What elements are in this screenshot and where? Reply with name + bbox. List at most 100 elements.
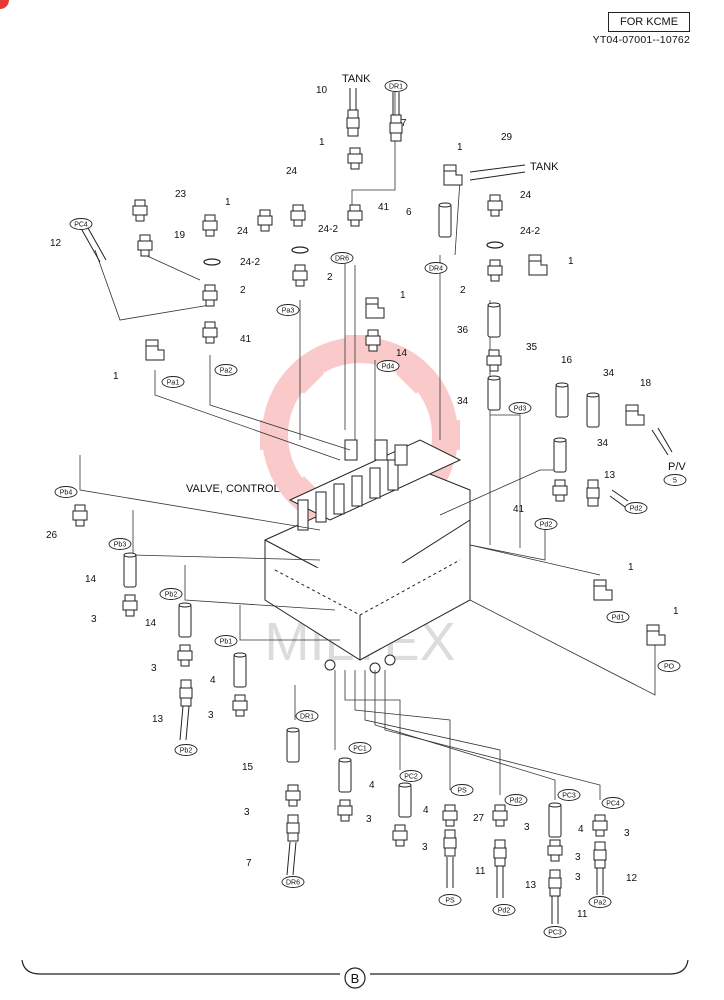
part-callout: 18 xyxy=(640,378,652,389)
part-callout: 13 xyxy=(604,470,616,481)
port-tag-label: DR6 xyxy=(286,880,300,887)
port-tag-outline xyxy=(214,635,238,647)
part-callout: 27 xyxy=(473,813,485,824)
sheet-bracket xyxy=(21,959,689,989)
port-tag: Pb4 xyxy=(54,486,78,498)
serial-range: YT04-07001--10762 xyxy=(592,34,690,46)
part-callout: 1 xyxy=(628,562,634,573)
part-callout: 4 xyxy=(578,824,584,835)
part-callout: 34 xyxy=(597,438,609,449)
port-tag-label: Pd2 xyxy=(510,798,523,805)
part-callout: 41 xyxy=(240,334,252,345)
port-tag-outline xyxy=(281,876,305,888)
port-tag-outline xyxy=(399,770,423,782)
port-tag-outline xyxy=(161,376,185,388)
port-tag-label: DR1 xyxy=(389,84,403,91)
port-tag-label: Pb2 xyxy=(180,748,193,755)
port-tags: DR1PC4DR6Pa3DR4Pd4Pa1Pa2Pd3Pb4Pb3Pd2Pd25… xyxy=(54,80,687,938)
port-tag: Pd3 xyxy=(508,402,532,414)
part-callout: 26 xyxy=(46,530,58,541)
port-tag-label: Pd2 xyxy=(630,506,643,513)
port-tag: DR1 xyxy=(384,80,408,92)
part-callout: 15 xyxy=(242,762,254,773)
part-callout: 6 xyxy=(406,207,412,218)
part-callout: 29 xyxy=(501,132,513,143)
part-callout: 24-2 xyxy=(520,226,540,237)
port-tag-outline xyxy=(601,797,625,809)
port-tag-label: PS xyxy=(445,898,455,905)
port-tag: Pd2 xyxy=(534,518,558,530)
port-tag-outline xyxy=(174,744,198,756)
port-tag: PC3 xyxy=(543,926,567,938)
part-callout: 3 xyxy=(575,872,581,883)
port-tag: PO xyxy=(657,660,681,672)
part-callout: 13 xyxy=(152,714,164,725)
port-tag-label: DR4 xyxy=(429,266,443,273)
port-tag-outline xyxy=(214,364,238,376)
port-tag: Pa2 xyxy=(214,364,238,376)
port-tag: Pb1 xyxy=(214,635,238,647)
part-callout: 1 xyxy=(225,197,231,208)
part-callout: 35 xyxy=(526,342,538,353)
port-tag-label: Pa2 xyxy=(220,368,233,375)
control-valve-body xyxy=(264,439,471,674)
port-tag: PC4 xyxy=(601,797,625,809)
port-tag-label: Pd2 xyxy=(540,522,553,529)
port-tag: Pb2 xyxy=(174,744,198,756)
port-tag: PS xyxy=(438,894,462,906)
part-callout: 1 xyxy=(673,606,679,617)
part-callout: 3 xyxy=(422,842,428,853)
port-tag-label: Pb3 xyxy=(114,542,127,549)
port-tag-outline xyxy=(424,262,448,274)
part-callout: 24 xyxy=(237,226,249,237)
tank-label-top: TANK xyxy=(342,73,371,85)
part-callout: 16 xyxy=(561,355,573,366)
part-callout: 3 xyxy=(244,807,250,818)
port-tag-label: PS xyxy=(457,788,467,795)
corner-mark xyxy=(0,0,9,9)
hoses xyxy=(81,88,673,924)
part-callout: 41 xyxy=(378,202,390,213)
port-tag-label: DR1 xyxy=(300,714,314,721)
part-callout: 1 xyxy=(568,256,574,267)
port-tag: Pa2 xyxy=(588,896,612,908)
port-tag: Pa3 xyxy=(276,304,300,316)
part-callout: 2 xyxy=(460,285,466,296)
port-tag: Pb3 xyxy=(108,538,132,550)
port-tag: DR6 xyxy=(330,252,354,264)
port-tag: Pd2 xyxy=(492,904,516,916)
port-tag-label: Pa3 xyxy=(282,308,295,315)
part-callout: 2 xyxy=(240,285,246,296)
part-callout: 14 xyxy=(145,618,157,629)
port-tag-outline xyxy=(534,518,558,530)
port-tag-outline xyxy=(348,742,372,754)
port-tag-outline xyxy=(588,896,612,908)
part-callout: 7 xyxy=(401,118,407,129)
port-tag-outline xyxy=(606,611,630,623)
port-tag-outline xyxy=(543,926,567,938)
port-tag-label: Pa2 xyxy=(594,900,607,907)
port-tag-outline xyxy=(69,218,93,230)
port-tag-outline xyxy=(624,502,648,514)
port-tag: DR1 xyxy=(295,710,319,722)
port-tag-outline xyxy=(108,538,132,550)
part-callout: 24 xyxy=(286,166,298,177)
pv-label: P/V xyxy=(668,461,686,473)
part-callout: 23 xyxy=(175,189,187,200)
port-tag-label: DR6 xyxy=(335,256,349,263)
part-callout: 3 xyxy=(366,814,372,825)
port-tag: PC2 xyxy=(399,770,423,782)
port-tag-label: Pb1 xyxy=(220,639,233,646)
part-callout: 34 xyxy=(457,396,469,407)
port-tag-label: Pa1 xyxy=(167,380,180,387)
part-callout: 24 xyxy=(520,190,532,201)
part-callout: 12 xyxy=(50,238,62,249)
port-tag-label: Pd4 xyxy=(382,364,395,371)
port-tag-label: PC2 xyxy=(404,774,418,781)
port-tag: PC4 xyxy=(69,218,93,230)
part-callout: 1 xyxy=(400,290,406,301)
part-callout: 1 xyxy=(113,371,119,382)
port-tag-label: PC4 xyxy=(74,222,88,229)
